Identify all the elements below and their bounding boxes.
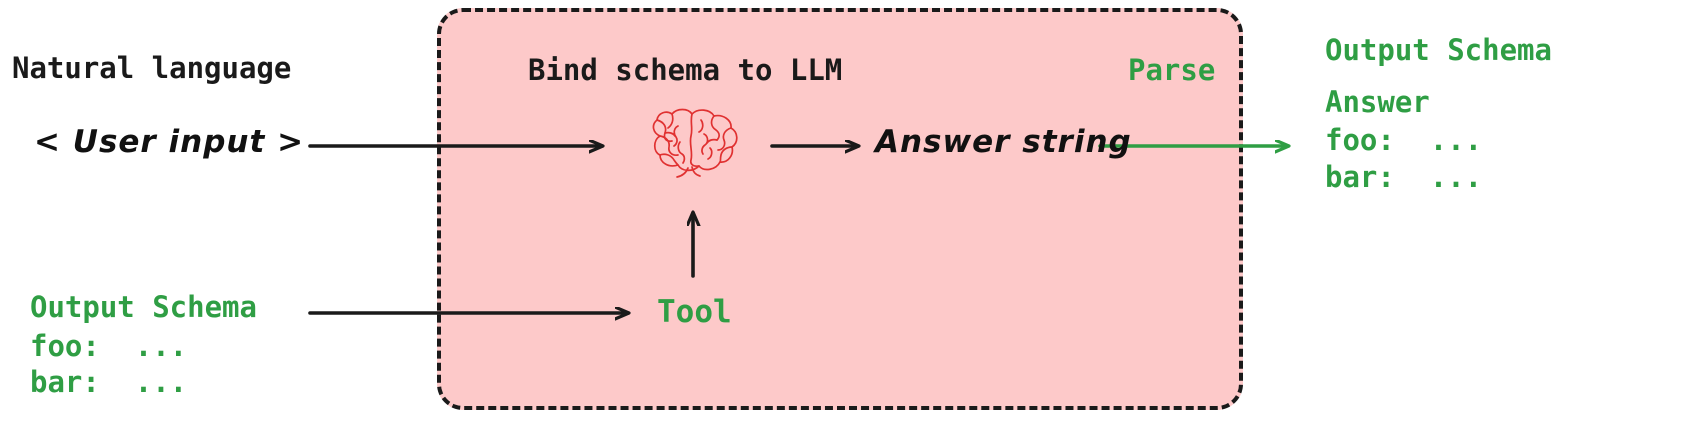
tool-label: Tool (657, 294, 732, 330)
bind-schema-label: Bind schema to LLM (528, 53, 843, 87)
input-schema-line-bar: bar: ... (30, 365, 188, 399)
output-schema-line-foo: foo: ... (1325, 123, 1483, 157)
output-schema-line-answer: Answer (1325, 85, 1430, 119)
parse-label: Parse (1128, 53, 1216, 87)
brain-icon (652, 108, 738, 178)
output-schema-title: Output Schema (1325, 33, 1552, 67)
answer-string-text: Answer string (875, 124, 1132, 160)
llm-container-box (437, 8, 1243, 410)
output-schema-line-bar: bar: ... (1325, 160, 1483, 194)
input-schema-line-foo: foo: ... (30, 329, 188, 363)
user-input-text: < User input > (34, 124, 305, 160)
input-schema-title: Output Schema (30, 290, 257, 324)
natural-language-label: Natural language (12, 51, 292, 85)
